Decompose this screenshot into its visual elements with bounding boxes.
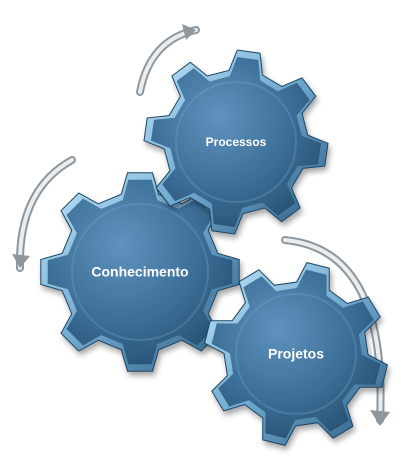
gear-conhecimento: Conhecimento [40, 172, 240, 372]
arrow-right-head [370, 410, 390, 426]
gear-conhecimento-face [47, 179, 233, 365]
gear-projetos-hub-ring [235, 293, 357, 415]
gear-processos-hub-ring [175, 81, 297, 203]
gear-processos: Processos [143, 49, 329, 235]
arrow-top-head [182, 24, 196, 40]
arrow-left-shaft [17, 158, 74, 270]
gear-conhecimento-hub-ring [71, 203, 209, 341]
gear-projetos: Projetos [204, 262, 388, 446]
gear-conhecimento-label: Conhecimento [91, 264, 188, 280]
arrow-left-head [12, 254, 30, 268]
arrow-left [12, 156, 76, 272]
gear-projetos-label: Projetos [268, 346, 324, 362]
gear-processos-label: Processos [206, 135, 267, 149]
arrow-top [136, 24, 200, 96]
